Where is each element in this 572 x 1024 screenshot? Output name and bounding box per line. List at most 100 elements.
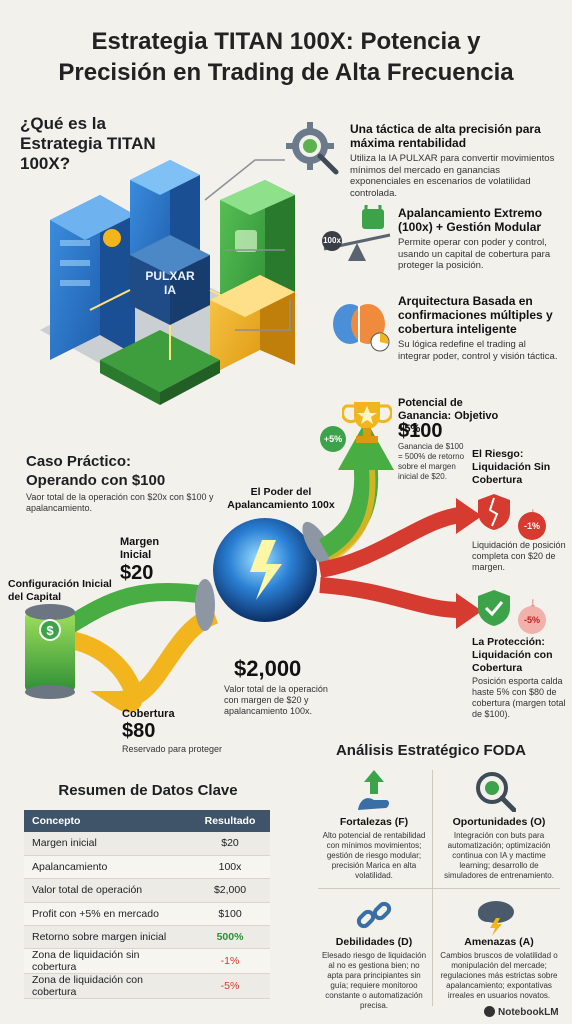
table-header-row: Concepto Resultado bbox=[24, 810, 270, 832]
magnifier-gear-icon bbox=[476, 772, 516, 812]
broken-shield-icon bbox=[478, 494, 510, 530]
notebooklm-logo-icon bbox=[484, 1006, 495, 1017]
table-cell-value: 500% bbox=[190, 925, 270, 950]
margin-label: Margen Inicial bbox=[120, 536, 160, 561]
table-cell-concept: Profit con +5% en mercado bbox=[24, 902, 190, 927]
total-value: $2,000 bbox=[234, 656, 302, 681]
total-note: Valor total de la operación con margen d… bbox=[224, 684, 328, 716]
brain-chart-icon bbox=[333, 304, 390, 352]
foda-weaknesses-title: Debilidades (D) bbox=[335, 936, 413, 948]
summary-table: Concepto Resultado Margen inicial$20 Apa… bbox=[24, 810, 270, 1000]
table-cell-concept: Apalancamiento bbox=[24, 855, 190, 880]
table-cell-concept: Margen inicial bbox=[24, 832, 190, 856]
table-cell-value: -5% bbox=[190, 973, 270, 1000]
footer-brand: NotebookLM bbox=[484, 1006, 559, 1018]
foda-opportunities-title: Oportunidades (O) bbox=[452, 816, 546, 828]
storm-cloud-icon bbox=[478, 901, 514, 936]
foda-opportunities-text: Integración con buts para automatización… bbox=[444, 831, 554, 880]
gain-badge: +5% bbox=[320, 426, 346, 452]
feature-1-text: Utiliza la IA PULXAR para convertir movi… bbox=[350, 153, 555, 199]
hedge-note: Reservado para proteger bbox=[122, 744, 223, 754]
feature-1-title: Una táctica de alta precisión para máxim… bbox=[350, 122, 541, 150]
hedge-value: $80 bbox=[122, 720, 156, 742]
foda-strengths-text: Alto potencial de rentabilidad con mínim… bbox=[322, 831, 426, 880]
protection-shield-icon bbox=[478, 590, 510, 626]
broken-chain-icon bbox=[356, 901, 392, 929]
red-arrow-lower bbox=[319, 577, 461, 618]
table-cell-concept: Valor total de operación bbox=[24, 878, 190, 903]
foda-threats-title: Amenazas (A) bbox=[464, 936, 534, 948]
table-row: Margen inicial$20 bbox=[24, 832, 270, 856]
foda-threats-text: Cambios bruscos de volatilidad o monipul… bbox=[440, 951, 558, 1000]
title-line-1: Estrategia TITAN 100X: Potencia y bbox=[91, 28, 481, 55]
foda-weaknesses: Debilidades (D) Elesado riesgo de liquid… bbox=[320, 936, 428, 1011]
green-pipe bbox=[65, 582, 207, 633]
feature-3-text: Su lógica redefine el trading al integra… bbox=[398, 339, 558, 362]
gain-note: Ganancia de $100 = 500% de retorno sobre… bbox=[398, 442, 465, 481]
protect-note: Posición esporta calda haste 5% con $80 … bbox=[472, 676, 566, 719]
red-arrow-upper bbox=[318, 507, 462, 578]
feature-1: Una táctica de alta precisión para máxim… bbox=[350, 122, 555, 199]
pulxar-core bbox=[130, 235, 210, 325]
table-cell-value: $100 bbox=[190, 902, 270, 927]
table-cell-value: $2,000 bbox=[190, 878, 270, 903]
table-cell-value: -1% bbox=[190, 948, 270, 975]
foda-title: Análisis Estratégico FODA bbox=[335, 742, 527, 759]
intro-question: ¿Qué es la Estrategia TITAN 100X? bbox=[20, 114, 156, 173]
table-header-result: Resultado bbox=[190, 810, 270, 832]
table-cell-value: 100x bbox=[190, 855, 270, 880]
yellow-block bbox=[210, 275, 295, 375]
table-cell-concept: Zona de liquidación sin cobertura bbox=[24, 948, 190, 975]
summary-title: Resumen de Datos Clave bbox=[58, 782, 238, 799]
case-subtitle: Vaor total de la operación con $20x con … bbox=[26, 492, 214, 513]
protect-down-arrow: ↓ bbox=[529, 594, 537, 610]
config-label: Configuración Inicial del Capital bbox=[8, 578, 112, 603]
feature-3-title: Arquitectura Basada en confirmaciones mú… bbox=[398, 294, 553, 336]
foda-strengths-title: Fortalezas (F) bbox=[339, 816, 409, 828]
hedge-label: Cobertura bbox=[122, 708, 175, 720]
foda-threats: Amenazas (A) Cambios bruscos de volatili… bbox=[440, 936, 558, 1001]
leverage-label: El Poder del Apalancamiento 100x bbox=[227, 486, 335, 511]
table-row: Profit con +5% en mercado$100 bbox=[24, 902, 270, 927]
risk-note: Liquidación de posición completa con $20… bbox=[472, 540, 566, 572]
feature-2-title: Apalancamiento Extremo (100x) + Gestión … bbox=[398, 206, 543, 234]
table-row: Zona de liquidación con cobertura-5% bbox=[24, 973, 270, 1000]
margin-value: $20 bbox=[120, 562, 154, 584]
foda-strengths: Fortalezas (F) Alto potencial de rentabi… bbox=[320, 816, 428, 881]
green-up-arrow bbox=[318, 458, 379, 561]
scale-lock-icon bbox=[322, 205, 391, 261]
feature-2-text: Permite operar con poder y control, usan… bbox=[398, 237, 551, 271]
flow-illustration: $ bbox=[25, 420, 482, 713]
capital-tank: $ bbox=[25, 604, 75, 699]
table-row: Valor total de operación$2,000 bbox=[24, 878, 270, 903]
feature-2: Apalancamiento Extremo (100x) + Gestión … bbox=[398, 206, 558, 272]
table-cell-concept: Zona de liquidación con cobertura bbox=[24, 973, 190, 1000]
leverage-badge: 100x bbox=[323, 236, 341, 245]
page-title: Estrategia TITAN 100X: Potencia y Precis… bbox=[10, 26, 562, 88]
table-cell-value: $20 bbox=[190, 832, 270, 856]
arm-arrow-icon bbox=[358, 770, 389, 810]
risk-title: El Riesgo: Liquidación Sin Cobertura bbox=[472, 448, 551, 486]
table-row: Zona de liquidación sin cobertura-1% bbox=[24, 948, 270, 975]
table-header-concept: Concepto bbox=[24, 810, 190, 832]
table-cell-concept: Retorno sobre margen inicial bbox=[24, 925, 190, 950]
svg-text:$: $ bbox=[46, 623, 54, 638]
risk-badge: -1% bbox=[518, 512, 546, 540]
protect-badge: -5% bbox=[518, 606, 546, 634]
server-illustration bbox=[40, 160, 295, 405]
gear-magnifier-icon bbox=[286, 122, 339, 175]
case-title: Caso Práctico: Operando con $100 bbox=[26, 453, 166, 489]
gain-label: Potencial de Ganancia: Objetivo +5% bbox=[398, 397, 499, 435]
blue-tower-left bbox=[50, 195, 135, 360]
footer-brand-label: NotebookLM bbox=[498, 1007, 559, 1018]
foda-divider-horizontal bbox=[318, 888, 560, 889]
protect-title: La Protección: Liquidación con Cobertura bbox=[472, 636, 553, 674]
yellow-pipe bbox=[68, 606, 219, 713]
foda-weaknesses-text: Elesado riesgo de liquidación al no es g… bbox=[321, 951, 427, 1010]
core-label: PULXAR IA bbox=[145, 269, 195, 297]
title-line-2: Precisión en Trading de Alta Frecuencia bbox=[58, 59, 514, 86]
foda-opportunities: Oportunidades (O) Integración con buts p… bbox=[440, 816, 558, 881]
feature-connectors bbox=[204, 159, 291, 331]
